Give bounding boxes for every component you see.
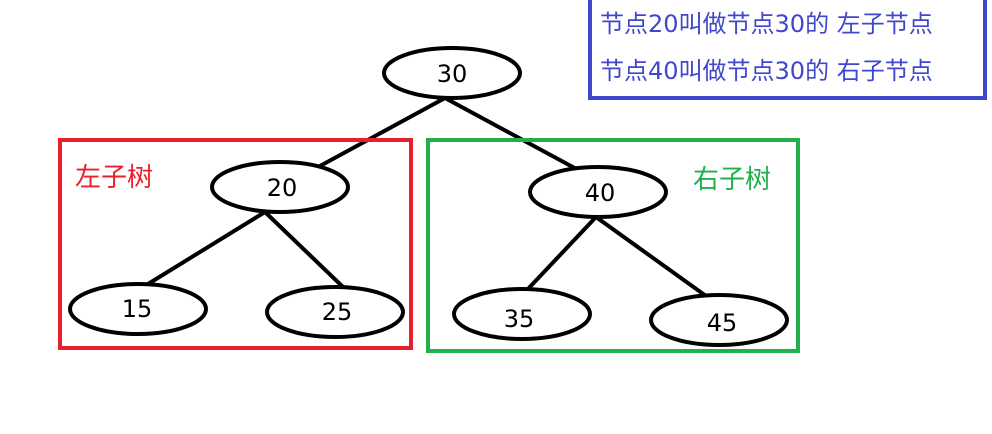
node-label: 30	[437, 60, 468, 88]
node-label: 25	[322, 298, 353, 326]
edge-20-25	[263, 210, 345, 289]
right-subtree-box	[426, 138, 800, 353]
left-subtree-box	[58, 138, 413, 350]
node-ellipse	[265, 285, 405, 339]
tree-node-25: 25	[265, 285, 405, 339]
tree-node-35: 35	[452, 287, 592, 341]
tree-node-45: 45	[649, 293, 789, 347]
tree-node-20: 20	[210, 160, 350, 214]
node-label: 35	[504, 305, 535, 333]
node-label: 40	[585, 179, 616, 207]
node-ellipse	[68, 282, 208, 336]
tree-node-15: 15	[68, 282, 208, 336]
tree-node-30: 30	[382, 46, 522, 100]
node-ellipse	[649, 293, 789, 347]
right-subtree-region: 右子树	[426, 138, 800, 353]
node-ellipse	[452, 287, 592, 341]
left-subtree-region: 左子树	[58, 138, 413, 350]
edge-40-45	[594, 215, 708, 298]
note-line-right-child: 节点40叫做节点30的 右子节点	[600, 57, 933, 85]
right-subtree-label: 右子树	[693, 165, 771, 195]
tree-node-40: 40	[528, 165, 668, 219]
edges	[146, 96, 708, 298]
edge-40-35	[525, 215, 598, 292]
edge-20-15	[146, 210, 267, 286]
node-label: 15	[122, 295, 153, 323]
edge-30-40	[443, 96, 584, 174]
node-ellipse	[528, 165, 668, 219]
node-ellipse	[382, 46, 522, 100]
note-line-left-child: 节点20叫做节点30的 左子节点	[600, 10, 933, 38]
note-border	[588, 0, 987, 100]
node-label: 20	[267, 174, 298, 202]
left-subtree-label: 左子树	[75, 163, 153, 193]
note-box: 节点20叫做节点30的 左子节点 节点40叫做节点30的 右子节点	[588, 0, 987, 100]
edge-30-20	[318, 96, 447, 168]
node-label: 45	[707, 309, 738, 337]
node-ellipse	[210, 160, 350, 214]
tree-nodes: 30 20 40 15 25 35 45	[68, 46, 789, 347]
